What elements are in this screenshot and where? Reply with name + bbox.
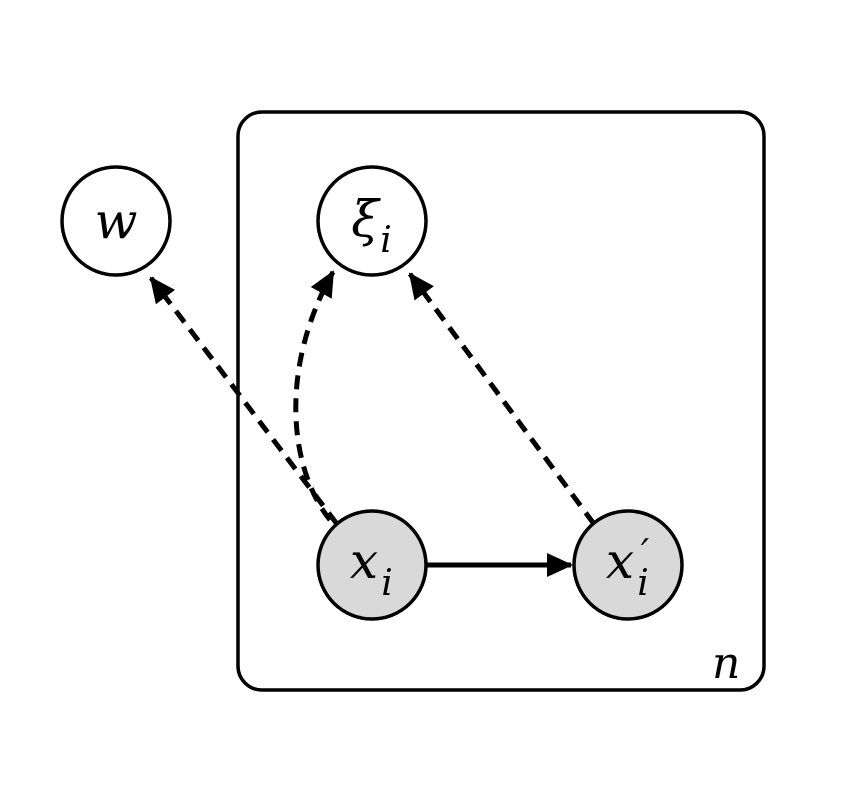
- node-x: x i: [316, 509, 428, 621]
- node-x-symbol: x: [350, 532, 378, 590]
- node-x-subscript: i: [381, 563, 393, 604]
- node-x-prime-subscript: i: [637, 563, 649, 604]
- edge-xprime-to-xi: [407, 272, 597, 526]
- node-w: w: [60, 165, 172, 277]
- node-x-prime: x ′ i: [572, 509, 684, 621]
- node-x-prime-mark: ′: [641, 533, 649, 574]
- node-xi: ξ i: [316, 165, 428, 277]
- edge-x-to-xi: [293, 270, 336, 522]
- node-xi-subscript: i: [380, 220, 392, 261]
- edge-x-to-w: [149, 276, 339, 526]
- plate-label: n: [712, 638, 740, 689]
- node-w-label: w: [95, 192, 138, 250]
- node-xi-symbol: ξ: [351, 190, 381, 248]
- plate-box: [236, 110, 766, 692]
- node-x-prime-symbol: x: [606, 532, 634, 590]
